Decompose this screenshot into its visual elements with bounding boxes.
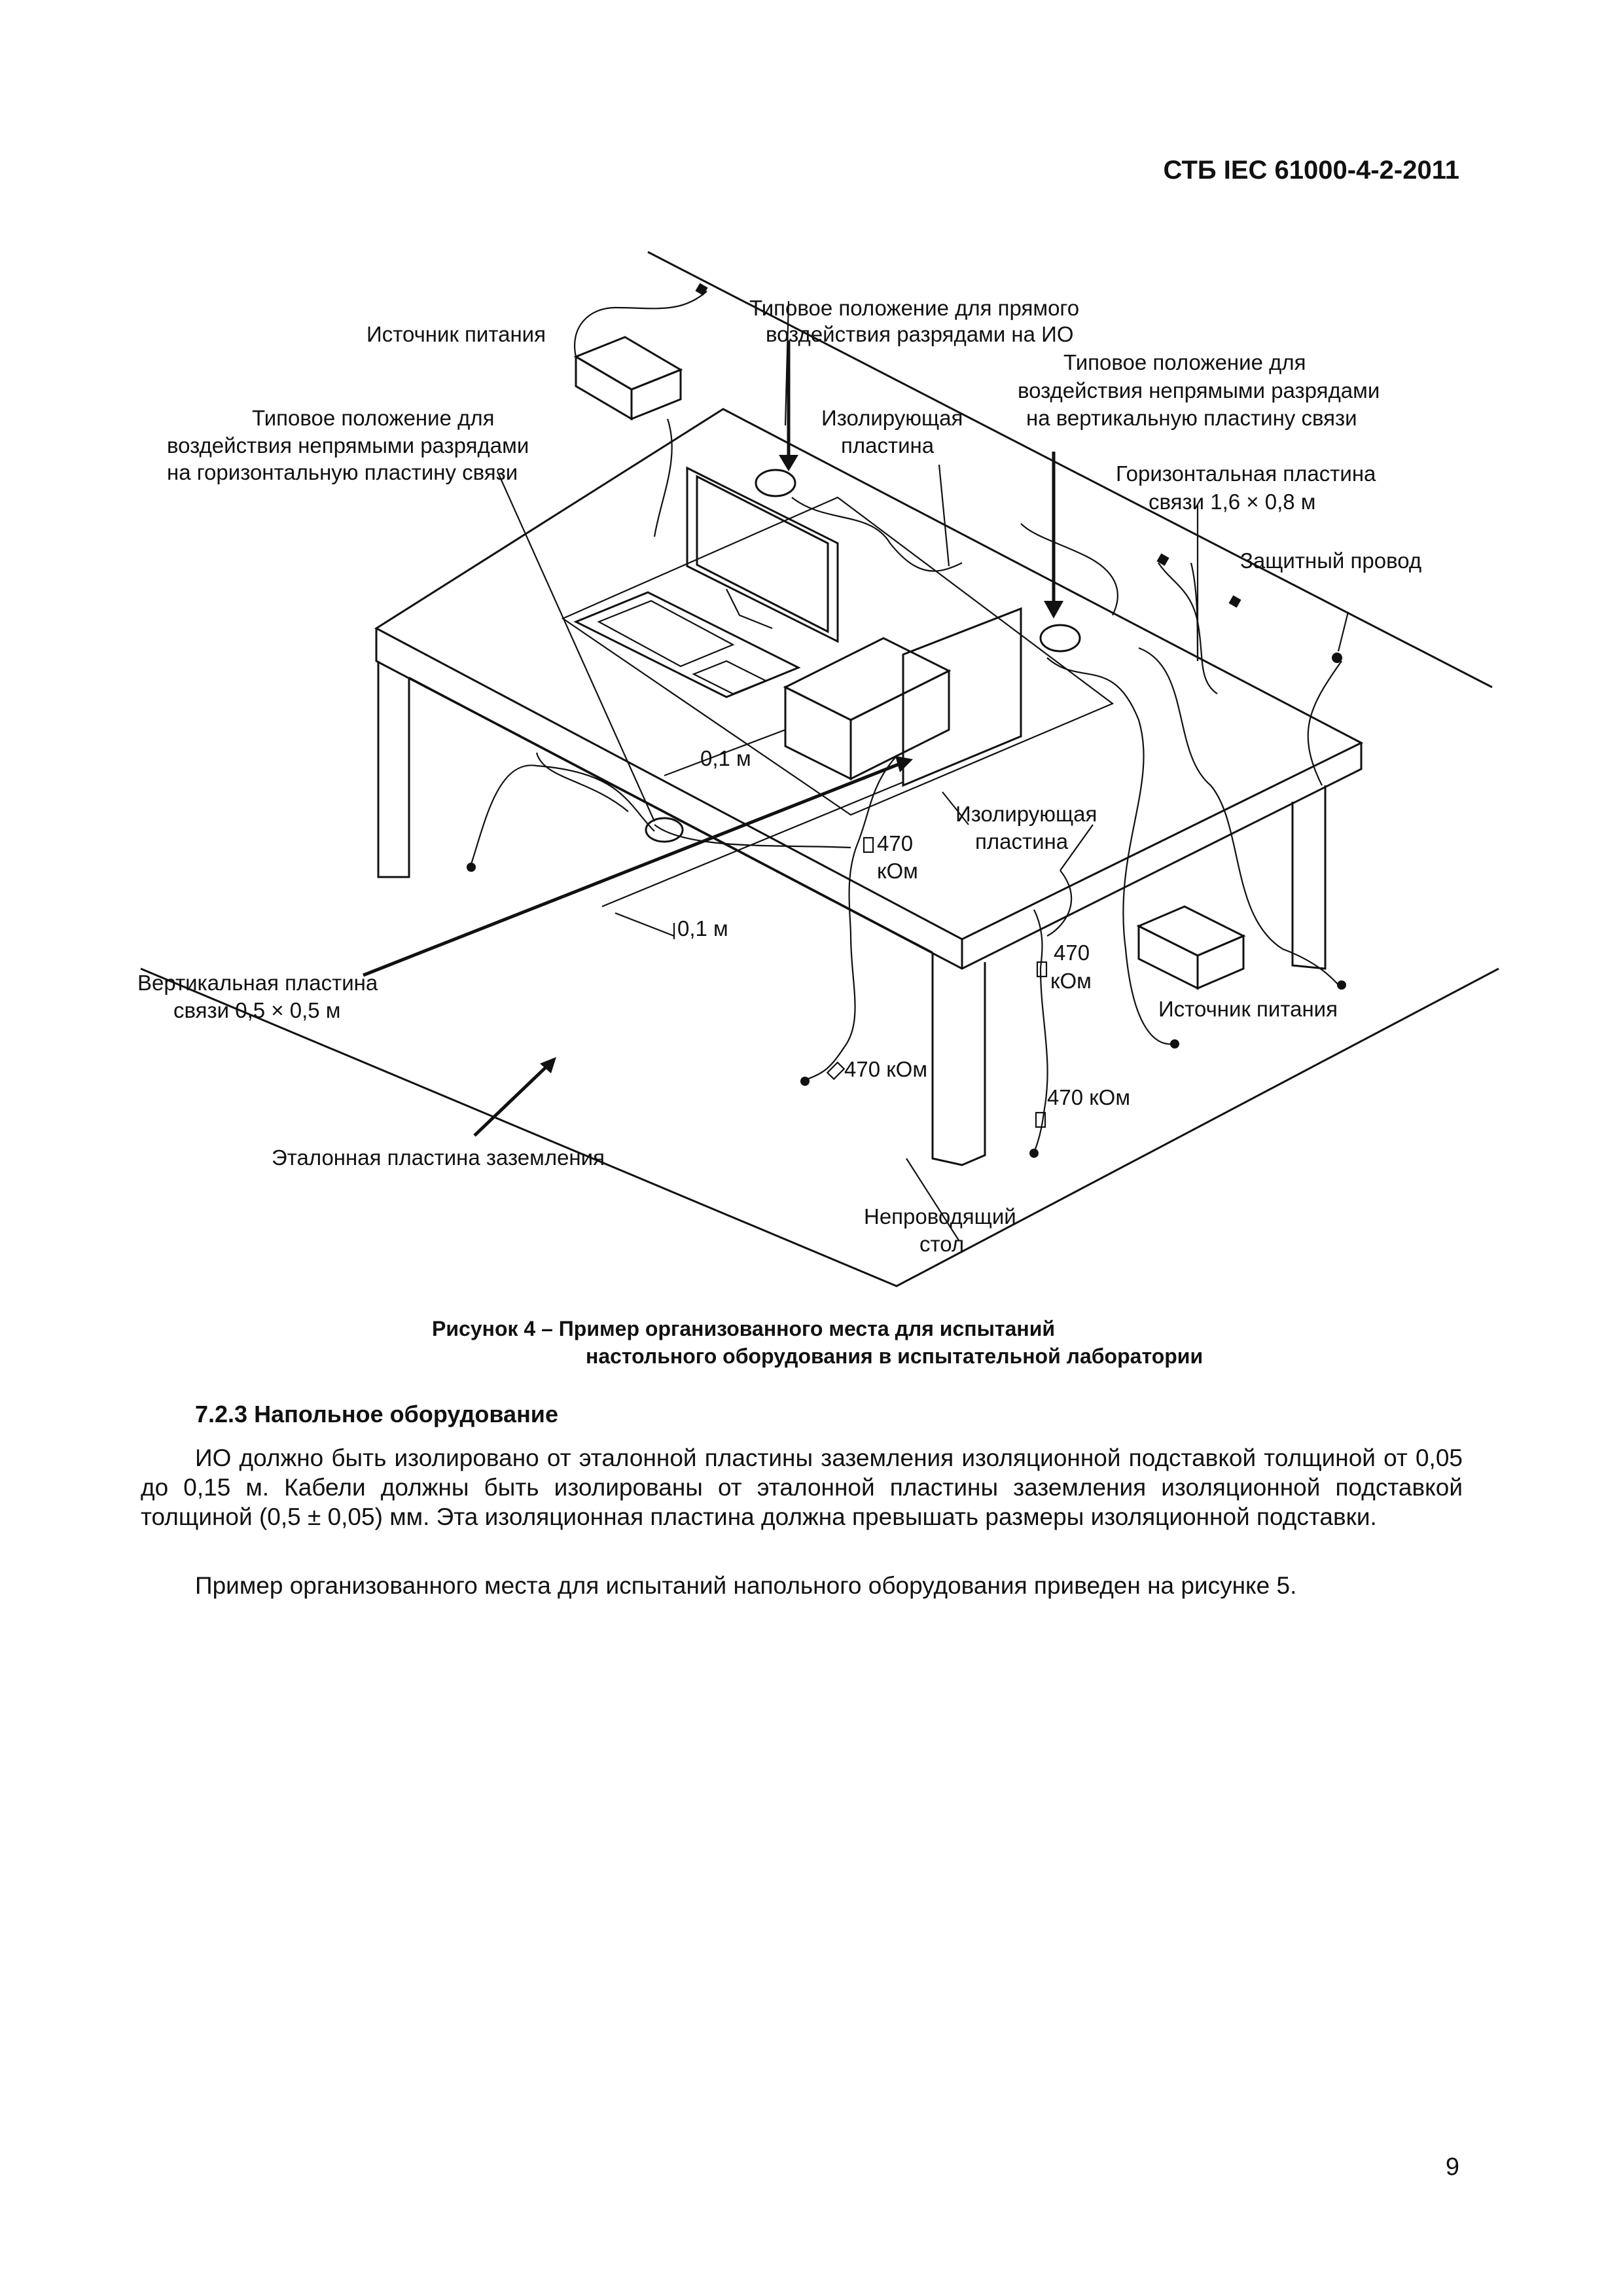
label-protective-wire: Защитный провод <box>1240 548 1421 573</box>
label-indirect-horizontal-2: воздействия непрямыми разрядами <box>167 433 529 457</box>
label-resistor-2b: кОм <box>1050 969 1092 993</box>
label-table-1: Непроводящий <box>864 1204 1016 1229</box>
power-source-right <box>1136 905 1246 990</box>
keyboard <box>573 591 801 698</box>
label-insulating-plate-mid-2: пластина <box>975 829 1069 853</box>
cables <box>470 418 1343 1153</box>
paragraph-2: Пример организованного места для испытан… <box>195 1572 1297 1599</box>
label-indirect-vertical-1: Типовое положение для <box>1063 350 1306 374</box>
power-source-top <box>573 291 707 421</box>
caption-line-1: Рисунок 4 – Пример организованного места… <box>432 1317 1056 1340</box>
label-resistor-4: 470 кОм <box>1047 1085 1130 1109</box>
label-insulating-plate-top-1: Изолирующая <box>821 406 963 430</box>
label-indirect-vertical-3: на вертикальную пластину связи <box>1026 406 1357 430</box>
page-number: 9 <box>1445 2153 1459 2181</box>
label-power-source-top: Источник питания <box>366 322 546 346</box>
label-distance-lower: 0,1 м <box>677 916 728 941</box>
label-insulating-plate-top-2: пластина <box>841 433 935 457</box>
label-indirect-horizontal-1: Типовое положение для <box>252 406 495 430</box>
pointer-lines <box>363 300 1349 1241</box>
label-vertical-plate-1: Вертикальная пластина <box>137 971 378 995</box>
paragraph-1: ИО должно быть изолировано от эталонной … <box>141 1444 1463 1530</box>
vertical-coupling-plane <box>902 607 1022 787</box>
standard-header: СТБ IEC 61000-4-2-2011 <box>1163 156 1459 185</box>
test-setup-figure: Источник питания Типовое положение для п… <box>137 251 1499 1287</box>
label-indirect-vertical-2: воздействия непрямыми разрядами <box>1018 378 1380 403</box>
label-table-2: стол <box>919 1232 964 1256</box>
label-resistor-1a: 470 <box>877 831 913 855</box>
connectors <box>467 283 1346 1158</box>
label-direct-position-1: Типовое положение для прямого <box>749 296 1079 320</box>
non-conducting-table <box>374 408 1364 1166</box>
eut-box <box>783 637 952 781</box>
label-vertical-plate-2: связи 0,5 × 0,5 м <box>173 998 340 1022</box>
dimension-lines <box>601 728 904 939</box>
label-indirect-horizontal-3: на горизонтальную пластину связи <box>167 460 518 484</box>
label-horizontal-plate-1: Горизонтальная пластина <box>1116 461 1376 486</box>
label-power-source-right: Источник питания <box>1158 997 1338 1021</box>
horizontal-coupling-plane <box>561 496 1115 816</box>
label-resistor-1b: кОм <box>877 859 918 883</box>
monitor <box>686 466 839 643</box>
label-resistor-3: 470 кОм <box>844 1057 927 1081</box>
label-insulating-plate-mid-1: Изолирующая <box>955 802 1097 826</box>
caption-line-2: настольного оборудования в испытательной… <box>586 1344 1204 1368</box>
label-ground-plane: Эталонная пластина заземления <box>272 1145 605 1170</box>
label-distance-upper: 0,1 м <box>700 746 751 770</box>
label-resistor-2a: 470 <box>1054 941 1090 965</box>
label-direct-position-2: воздействия разрядами на ИО <box>766 322 1074 346</box>
section-heading: 7.2.3 Напольное оборудование <box>195 1401 558 1427</box>
label-horizontal-plate-2: связи 1,6 × 0,8 м <box>1149 490 1315 514</box>
